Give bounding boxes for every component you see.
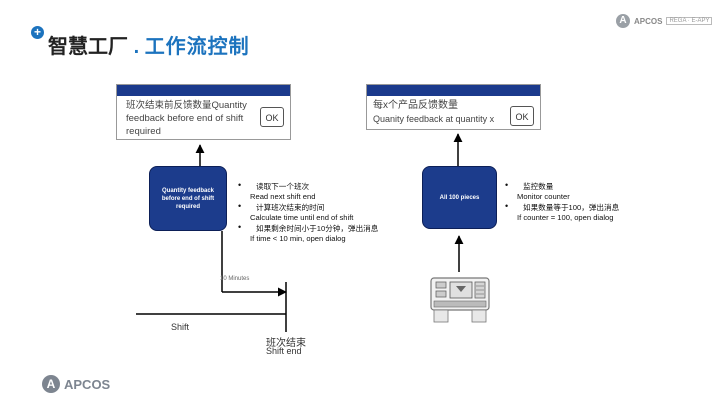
ok-button[interactable]: OK: [510, 106, 534, 126]
bullet-zh: 计算班次结束的时间: [256, 203, 325, 212]
page-title: 智慧工厂 . 工作流控制: [48, 30, 250, 59]
bullet-en: Calculate time until end of shift: [250, 212, 354, 222]
footer-logo-text: APCOS: [64, 376, 111, 392]
bullet-zh: 如果数量等于100，弹出消息: [523, 203, 620, 212]
process-box-label: Quantity feedback before end of shift re…: [161, 187, 215, 210]
top-logo-text: APCOS: [634, 16, 663, 26]
dialog-text: 班次结束前反馈数量Quantity feedback before end of…: [126, 100, 247, 137]
apcos-logo-icon: A: [616, 14, 630, 28]
left-bullet-list: 读取下一个班次 Read next shift end 计算班次结束的时间 Ca…: [236, 181, 426, 245]
dialog-text-en: Quanity feedback at quantity x: [373, 114, 495, 124]
bullet-en: Read next shift end: [250, 191, 316, 201]
title-sub: 工作流控制: [144, 36, 250, 58]
list-item: 如果剩余时间小于10分钟，弹出消息 If time < 10 min, open…: [236, 223, 426, 243]
title-main: 智慧工厂: [48, 36, 128, 58]
plus-icon: +: [31, 26, 44, 39]
shift-label: Shift: [171, 322, 190, 332]
dialog-titlebar: [117, 85, 290, 96]
bullet-zh: 读取下一个班次: [256, 182, 310, 191]
shift-end-label-zh: 班次结束: [266, 338, 306, 349]
ok-button[interactable]: OK: [260, 107, 284, 127]
process-box-counter: All 100 pieces: [422, 166, 497, 229]
top-logo-tag: REGA · E-APY: [666, 17, 713, 25]
top-logo: A APCOS REGA · E-APY: [616, 14, 713, 28]
list-item: 如果数量等于100，弹出消息 If counter = 100, open di…: [503, 202, 673, 222]
bullet-en: If counter = 100, open dialog: [517, 212, 614, 222]
bullet-en: If time < 10 min, open dialog: [250, 233, 346, 243]
process-box-shift: Quantity feedback before end of shift re…: [149, 166, 227, 231]
dialog-text-zh: 每x个产品反馈数量: [373, 100, 458, 111]
process-box-label: All 100 pieces: [439, 194, 480, 201]
list-item: 计算班次结束的时间 Calculate time until end of sh…: [236, 202, 426, 222]
list-item: 读取下一个班次 Read next shift end: [236, 181, 426, 201]
dialog-quantity: 每x个产品反馈数量 Quanity feedback at quantity x…: [366, 84, 541, 130]
title-dot: .: [133, 36, 140, 58]
bullet-zh: 监控数量: [523, 182, 554, 191]
dialog-titlebar: [367, 85, 540, 96]
bullet-en: Monitor counter: [517, 191, 570, 201]
footer-logo: A APCOS: [42, 375, 110, 393]
bullet-zh: 如果剩余时间小于10分钟，弹出消息: [256, 224, 379, 233]
apcos-logo-icon: A: [42, 375, 60, 393]
minutes-label: 10 Minutes: [220, 276, 250, 282]
shift-end-label-en: Shift end: [266, 346, 302, 356]
list-item: 监控数量 Monitor counter: [503, 181, 673, 201]
dialog-shift-end: 班次结束前反馈数量Quantity feedback before end of…: [116, 84, 291, 140]
right-bullet-list: 监控数量 Monitor counter 如果数量等于100，弹出消息 If c…: [503, 181, 673, 224]
machine-icon: [430, 277, 490, 323]
